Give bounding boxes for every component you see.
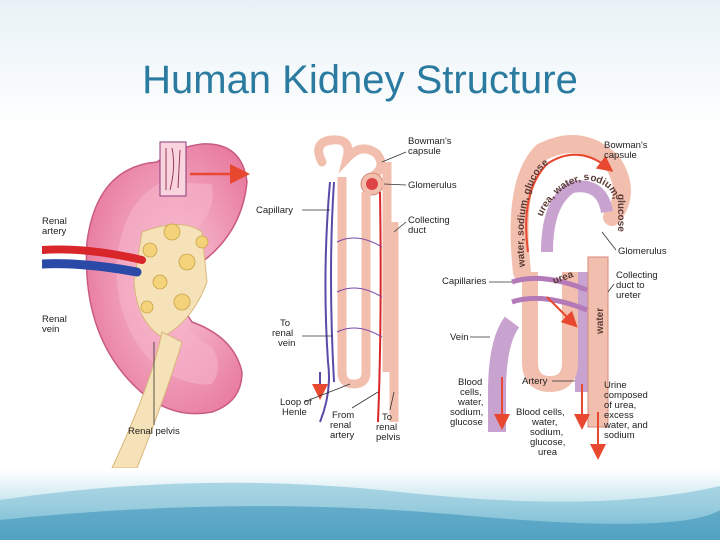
label-renal-pelvis: Renal pelvis: [128, 426, 180, 437]
right-loop-tubule: [522, 272, 578, 393]
kidney-figure: Renal artery Renal vein Renal pelvis: [42, 122, 678, 468]
inner-vessel-arc: [541, 180, 613, 253]
arc-text-water: water: [595, 308, 606, 335]
label-mid-loop-of-henle: Loop of Henle: [280, 397, 314, 418]
ureter: [111, 331, 183, 468]
renal-calyces: [140, 223, 209, 314]
label-mid-to-renal-vein: To renal vein: [272, 318, 296, 349]
label-right-bowmans: Bowman's capsule: [604, 140, 650, 161]
label-right-blood-right: Blood cells, water, sodium, glucose, ure…: [516, 407, 568, 458]
vein-vessel: [488, 316, 520, 432]
left-panel-kidney: Renal artery Renal vein Renal pelvis: [42, 141, 250, 468]
label-mid-from-renal-artery: From renal artery: [330, 410, 357, 441]
right-panel-function: water, sodium, glucose urea, water, sodi…: [442, 135, 667, 460]
arc-text-glucose: glucose: [615, 194, 626, 232]
kidney-diagram-svg: Renal artery Renal vein Renal pelvis: [42, 135, 667, 468]
loop-of-henle-tubule: [337, 177, 371, 389]
label-renal-artery: Renal artery: [42, 216, 69, 237]
label-right-glomerulus: Glomerulus: [618, 246, 667, 257]
outer-tubule-arc: [510, 135, 631, 281]
label-right-blood-left: Blood cells, water, sodium, glucose: [450, 377, 486, 428]
label-mid-capillary: Capillary: [256, 205, 293, 216]
label-mid-collecting-duct: Collecting duct: [408, 215, 452, 236]
label-mid-glomerulus: Glomerulus: [408, 180, 457, 191]
label-right-collecting-duct: Collecting duct to ureter: [616, 270, 660, 301]
label-renal-vein: Renal vein: [42, 314, 69, 335]
label-mid-to-renal-pelvis: To renal pelvis: [376, 412, 401, 443]
renal-artery-vessel: [42, 245, 146, 264]
middle-panel-nephron: Bowman's capsule Glomerulus Capillary Co…: [256, 135, 457, 443]
renal-vein-vessel: [42, 259, 142, 277]
label-right-urine: Urine composed of urea, excess water, an…: [603, 380, 650, 441]
label-mid-bowmans: Bowman's capsule: [408, 136, 454, 157]
slide-title: Human Kidney Structure: [142, 58, 578, 102]
label-right-artery: Artery: [522, 376, 548, 387]
label-right-vein: Vein: [450, 332, 469, 343]
label-right-capillaries: Capillaries: [442, 276, 487, 287]
